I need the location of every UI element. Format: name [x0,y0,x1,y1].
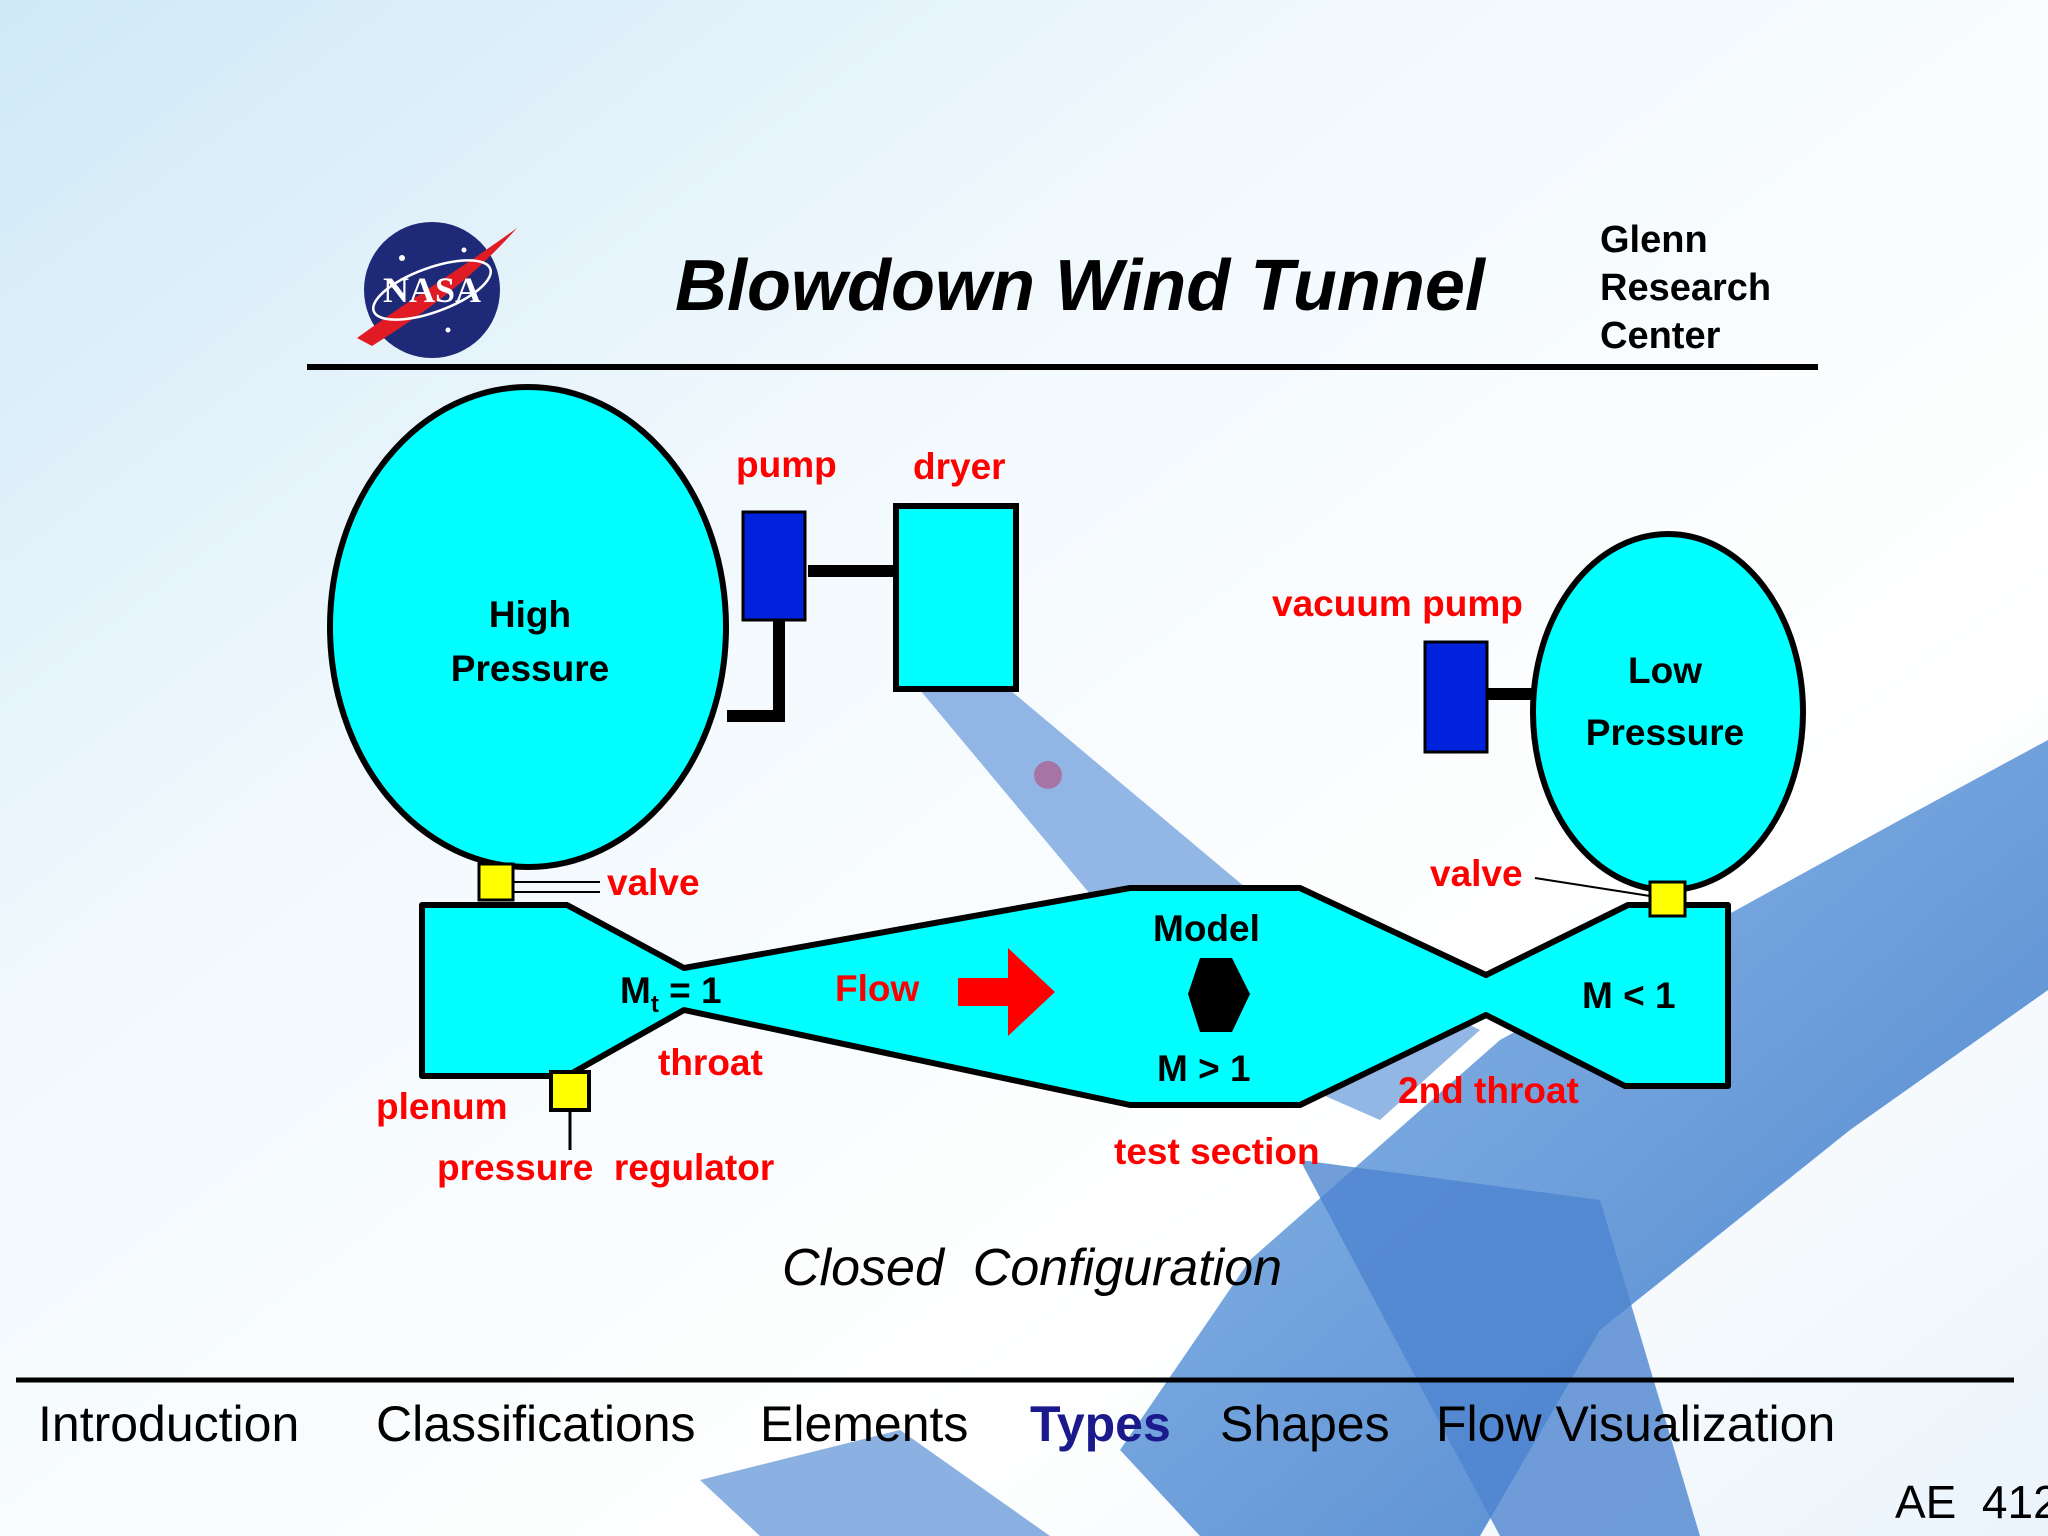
pressure-regulator-label: pressure regulator [437,1147,775,1188]
low-pressure-label: Low Pressure [1585,650,1745,753]
exit-mach-label: M < 1 [1582,975,1676,1016]
nav-introduction[interactable]: Introduction [38,1396,300,1452]
throat-label: throat [658,1042,763,1083]
vacuum-pump-label: vacuum pump [1272,583,1523,624]
high-pressure-label: High Pressure [450,594,610,689]
pump-box [741,510,807,622]
model-label: Model [1153,908,1260,949]
second-throat-label: 2nd throat [1398,1070,1579,1111]
left-valve [477,862,515,902]
pump-label: pump [736,444,837,485]
plenum-label: plenum [376,1086,508,1127]
tunnel-body [419,885,1731,1108]
nasa-logo-text: NASA [383,270,481,310]
pump-tank-pipe [727,616,785,722]
org-line-2: Research [1600,267,1772,309]
nav-types[interactable]: Types [1030,1396,1171,1452]
course-label: AE 412 [1895,1476,2048,1528]
test-section-label: test section [1114,1131,1320,1172]
test-section-mach-label: M > 1 [1157,1048,1251,1089]
valve-right-label: valve [1430,853,1523,894]
flow-label: Flow [835,968,920,1009]
pressure-regulator-box [549,1070,591,1112]
valve-left-label: valve [607,862,700,903]
nav-classifications[interactable]: Classifications [376,1396,696,1452]
org-line-1: Glenn [1600,219,1708,261]
nasa-logo: NASA [357,222,517,358]
vacuum-pump-box [1423,640,1489,754]
high-pressure-tank [327,384,729,870]
nav-flow-visualization[interactable]: Flow Visualization [1436,1396,1836,1452]
dryer-box [893,503,1019,692]
right-valve [1648,880,1687,918]
org-line-3: Center [1600,315,1721,357]
nav-shapes[interactable]: Shapes [1220,1396,1390,1452]
configuration-caption: Closed Configuration [782,1239,1283,1297]
dryer-label: dryer [913,446,1006,487]
flow-arrow [958,948,1055,1036]
page-title: Blowdown Wind Tunnel [675,246,1485,326]
model-shape [1188,958,1250,1032]
throat-mach-label: Mt = 1 [620,970,722,1018]
nav-elements[interactable]: Elements [760,1396,969,1452]
org-label: Glenn Research Center [1600,216,1771,360]
